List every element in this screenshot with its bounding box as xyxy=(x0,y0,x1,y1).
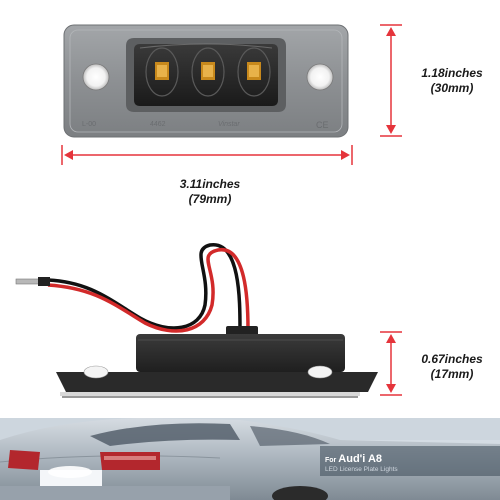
height-dimension-arrow xyxy=(380,24,402,137)
side-height-inches: 0.67inches xyxy=(421,352,483,366)
mounting-dome xyxy=(83,365,109,379)
side-height-dimension-label: 0.67inches (17mm) xyxy=(404,352,500,382)
led-chip xyxy=(145,47,179,97)
mounting-hole xyxy=(306,63,334,91)
height-dimension-label: 1.18inches (30mm) xyxy=(404,66,500,96)
light-side-view xyxy=(15,243,378,398)
width-mm: (79mm) xyxy=(188,192,232,206)
housing-brand-marking: Vinstar xyxy=(218,121,240,128)
car-prefix: For xyxy=(325,457,337,464)
height-inches: 1.18inches xyxy=(421,66,483,80)
light-top-view xyxy=(63,24,349,138)
side-height-dimension-arrow xyxy=(380,331,402,396)
car-subtitle: LED License Plate Lights xyxy=(325,466,398,473)
width-inches: 3.11inches xyxy=(179,177,241,191)
car-model: Aud'i A8 xyxy=(338,453,383,465)
housing-ce-marking: CE xyxy=(316,120,329,130)
led-chip xyxy=(191,47,225,97)
housing-marking: L-00 xyxy=(82,121,97,128)
width-dimension-arrow xyxy=(61,145,353,165)
housing-marking: 4462 xyxy=(150,121,166,128)
mounting-dome xyxy=(307,365,333,379)
height-mm: (30mm) xyxy=(430,81,474,95)
led-chip xyxy=(237,47,271,97)
width-dimension-label: 3.11inches (79mm) xyxy=(150,177,270,207)
mounting-hole xyxy=(82,63,110,91)
car-photo xyxy=(0,418,500,500)
side-height-mm: (17mm) xyxy=(430,367,474,381)
